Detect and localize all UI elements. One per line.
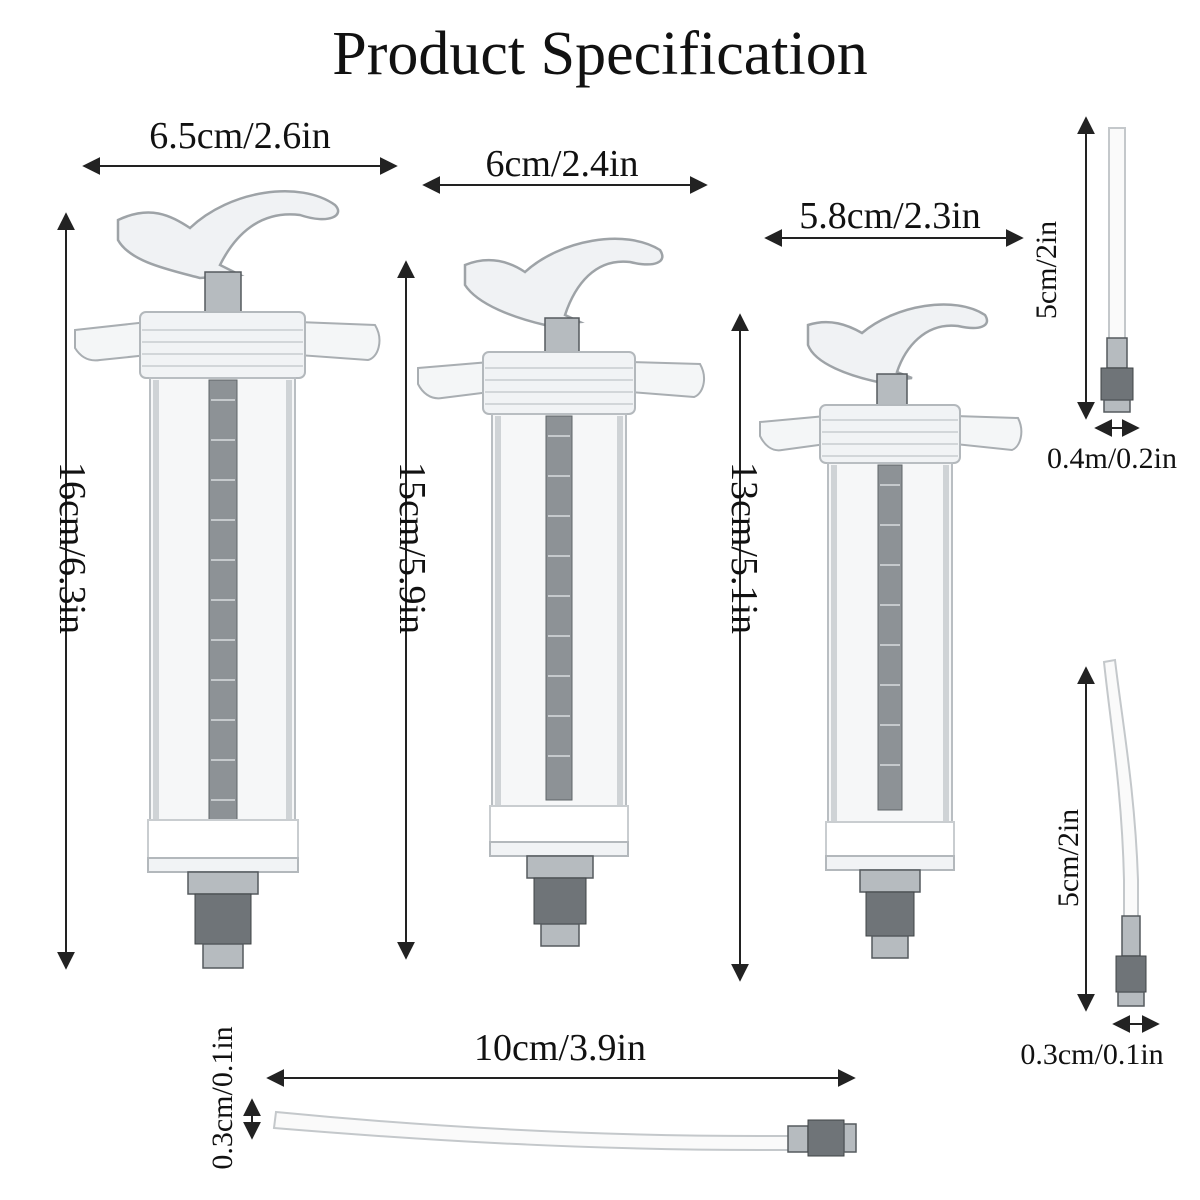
needle-top-length-label: 5cm/2in (1030, 221, 1063, 319)
tube-length-label: 10cm/3.9in (474, 1027, 646, 1069)
long-tube-ferrule (787, 1125, 809, 1153)
medium-syringe-nozzle-tip (540, 923, 580, 947)
large-syringe-plunger-cap (204, 271, 242, 315)
small-syringe (759, 303, 1023, 959)
medium-syringe-nozzle-knurl (533, 877, 587, 925)
needle-top-ferrule (1106, 337, 1128, 369)
needle-top-width-label: 0.4m/0.2in (1047, 442, 1177, 475)
small-syringe-plunger-cap (876, 373, 908, 409)
medium-height-label: 15cm/5.9in (391, 462, 433, 634)
medium-width-label: 6cm/2.4in (485, 143, 638, 185)
large-syringe-luer-hub (187, 871, 259, 895)
large-height-label: 16cm/6.3in (51, 462, 93, 634)
needle-top-hub-base (1103, 399, 1131, 413)
large-syringe-left-wing (74, 320, 149, 362)
large-syringe-collar (139, 311, 306, 379)
medium-syringe (417, 237, 705, 947)
medium-syringe-right-wing (629, 360, 705, 399)
medium-syringe-plunger-cap (544, 317, 580, 357)
needle-top (1100, 127, 1134, 413)
small-syringe-collar (819, 404, 961, 464)
small-height-label: 13cm/5.1in (723, 462, 765, 634)
medium-syringe-rod-texture (548, 435, 570, 757)
medium-syringe-left-wing (417, 360, 491, 400)
large-syringe-rod-texture (211, 399, 235, 801)
small-syringe-handle (806, 303, 989, 384)
needle-top-tube (1108, 127, 1126, 341)
large-syringe-right-wing (297, 320, 381, 362)
large-syringe-piston (147, 819, 299, 861)
large-syringe-nozzle-tip (202, 943, 244, 969)
page-title: Product Specification (332, 20, 867, 88)
small-width-label: 5.8cm/2.3in (799, 195, 981, 237)
needle-bottom-ferrule (1121, 915, 1141, 957)
medium-syringe-luer-hub (526, 855, 594, 879)
large-width-label: 6.5cm/2.6in (149, 115, 331, 157)
needle-bottom-hub-base (1117, 991, 1145, 1007)
tube-width-label: 0.3cm/0.1in (206, 1026, 239, 1169)
large-syringe-handle (116, 190, 340, 280)
long-tube-body (272, 1110, 791, 1151)
long-tube (272, 1110, 857, 1157)
small-syringe-piston (825, 821, 955, 859)
small-syringe-plunger-rod (877, 464, 903, 811)
small-syringe-right-wing (954, 414, 1023, 452)
large-syringe (74, 190, 381, 969)
long-tube-hub (807, 1119, 845, 1157)
small-syringe-nozzle-tip (871, 935, 909, 959)
large-syringe-nozzle-knurl (194, 893, 252, 945)
small-syringe-luer-hub (859, 869, 921, 893)
needle-bottom-length-label: 5cm/2in (1052, 809, 1085, 907)
large-syringe-base (147, 857, 299, 873)
needle-bottom-tube (1102, 658, 1139, 919)
medium-syringe-plunger-rod (545, 415, 573, 801)
small-syringe-left-wing (759, 414, 827, 452)
long-tube-hub-end (843, 1123, 857, 1153)
needle-bottom-width-label: 0.3cm/0.1in (1020, 1038, 1163, 1071)
small-syringe-rod-texture (880, 484, 900, 766)
small-syringe-base (825, 855, 955, 871)
medium-syringe-piston (489, 805, 629, 845)
medium-syringe-base (489, 841, 629, 857)
medium-syringe-handle (463, 237, 664, 327)
needle-top-hub (1100, 367, 1134, 401)
needle-bottom (1102, 658, 1147, 1007)
needle-bottom-hub (1115, 955, 1147, 993)
dimension-arrows (57, 116, 1160, 1140)
small-syringe-nozzle-knurl (865, 891, 915, 937)
